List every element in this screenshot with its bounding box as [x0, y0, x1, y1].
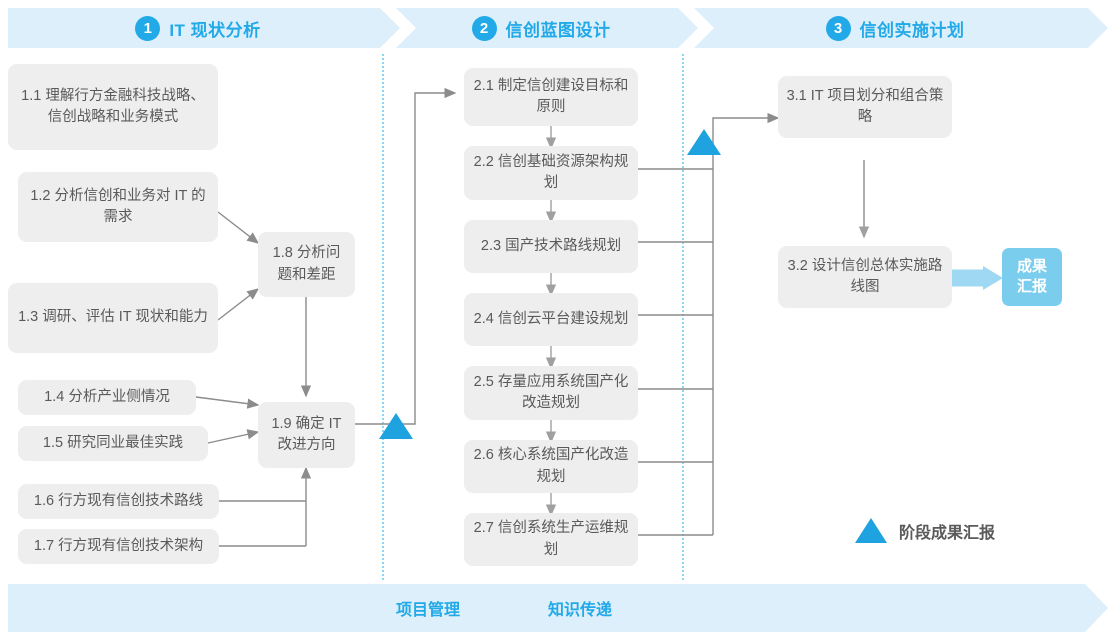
process-box-2-2[interactable]: 2.2 信创基础资源架构规划 [464, 146, 638, 200]
footer-label-1: 知识传递 [548, 602, 613, 619]
footer-banner [8, 584, 1108, 632]
phase-label-1: IT 现状分析 [169, 20, 261, 40]
phase-banner-3: 3 信创实施计划 [694, 8, 1108, 48]
process-box-1-2[interactable]: 1.2 分析信创和业务对 IT 的需求 [18, 172, 218, 242]
process-box-1-5[interactable]: 1.5 研究同业最佳实践 [18, 426, 208, 461]
milestone-triangle-phase2 [687, 129, 721, 155]
process-box-2-3[interactable]: 2.3 国产技术路线规划 [464, 220, 638, 273]
process-box-3-2[interactable]: 3.2 设计信创总体实施路线图 [778, 246, 952, 308]
process-box-2-7[interactable]: 2.7 信创系统生产运维规划 [464, 513, 638, 566]
legend: 阶段成果汇报 [855, 518, 995, 543]
process-box-1-9[interactable]: 1.9 确定 IT 改进方向 [258, 402, 355, 468]
phase-number-1: 1 [135, 15, 161, 41]
process-box-2-4[interactable]: 2.4 信创云平台建设规划 [464, 293, 638, 346]
phase-number-3: 3 [825, 15, 851, 41]
process-box-1-6[interactable]: 1.6 行方现有信创技术路线 [18, 484, 219, 519]
phase-number-2: 2 [471, 15, 497, 41]
footer-label-0: 项目管理 [396, 602, 461, 619]
process-box-1-1[interactable]: 1.1 理解行方金融科技战略、信创战略和业务模式 [8, 64, 218, 150]
process-box-2-6[interactable]: 2.6 核心系统国产化改造规划 [464, 440, 638, 493]
phase-label-3: 信创实施计划 [859, 20, 965, 40]
phase-banner-1: 1 IT 现状分析 [8, 8, 400, 48]
result-box[interactable]: 成果汇报 [1002, 248, 1062, 306]
phase-banner-2: 2 信创蓝图设计 [396, 8, 698, 48]
triangle-up-icon [855, 518, 887, 543]
process-box-1-4[interactable]: 1.4 分析产业侧情况 [18, 380, 196, 415]
legend-label: 阶段成果汇报 [899, 524, 996, 542]
process-box-1-3[interactable]: 1.3 调研、评估 IT 现状和能力 [8, 283, 218, 353]
process-box-1-7[interactable]: 1.7 行方现有信创技术架构 [18, 529, 219, 564]
process-box-2-5[interactable]: 2.5 存量应用系统国产化改造规划 [464, 366, 638, 420]
process-box-3-1[interactable]: 3.1 IT 项目划分和组合策略 [778, 76, 952, 138]
phase-label-2: 信创蓝图设计 [505, 20, 611, 40]
milestone-triangle-phase1 [379, 413, 413, 439]
footer-labels: 项目管理 知识传递 [396, 584, 612, 632]
process-box-1-8[interactable]: 1.8 分析问题和差距 [258, 232, 355, 297]
process-box-2-1[interactable]: 2.1 制定信创建设目标和原则 [464, 68, 638, 126]
